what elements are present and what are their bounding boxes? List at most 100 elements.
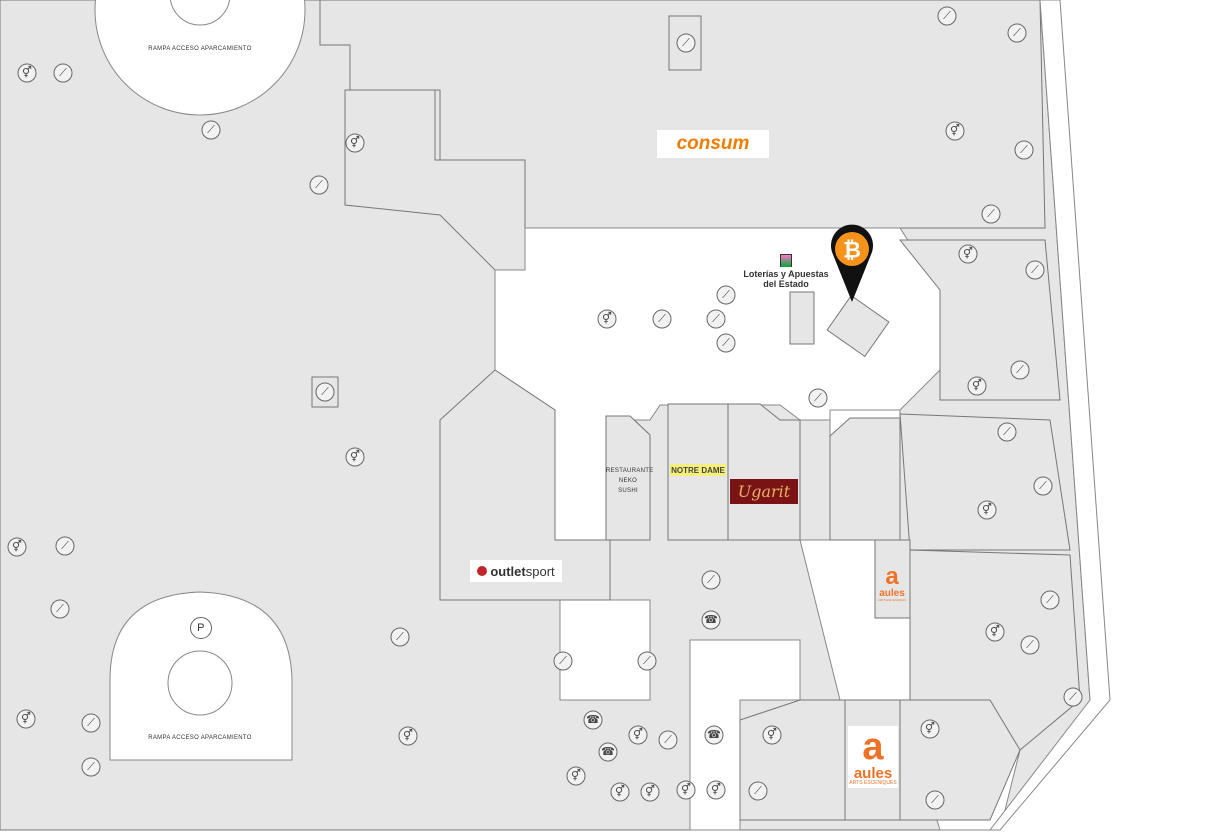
sport-text: sport <box>525 563 555 579</box>
bitcoin-map-marker[interactable]: ₿ <box>831 224 874 302</box>
escalator-icon: ⟋ <box>1033 476 1053 496</box>
restroom-icon: ⚥ <box>985 622 1005 642</box>
escalator-icon: ⟋ <box>637 651 657 671</box>
svg-text:⟋: ⟋ <box>754 785 762 797</box>
restroom-icon: ⚥ <box>610 782 630 802</box>
bitcoin-atm-kiosk[interactable] <box>826 294 890 358</box>
escalator-icon: ⟋ <box>1040 590 1060 610</box>
phone-icon: ☎ <box>704 725 724 745</box>
restroom-icon: ⚥ <box>345 133 365 153</box>
restroom-icon: ⚥ <box>676 780 696 800</box>
svg-text:⟋: ⟋ <box>658 313 666 325</box>
restaurant-neko-sushi[interactable] <box>605 415 651 541</box>
restaurant-label-line: SUSHI <box>618 488 638 494</box>
svg-text:☎: ☎ <box>586 714 600 726</box>
svg-text:⚥: ⚥ <box>571 768 581 782</box>
parking-ramp-top[interactable] <box>94 0 306 116</box>
svg-text:⟋: ⟋ <box>315 179 323 191</box>
svg-text:⟋: ⟋ <box>1039 480 1047 492</box>
escalator-icon: ⟋ <box>652 309 672 329</box>
restroom-icon: ⚥ <box>398 726 418 746</box>
escalator-icon: ⟋ <box>201 120 221 140</box>
svg-text:⟋: ⟋ <box>559 655 567 667</box>
aules-a-icon: a <box>862 726 884 768</box>
svg-text:⟋: ⟋ <box>1069 691 1077 703</box>
notre-dame-logo[interactable]: NOTRE DAME <box>670 464 726 476</box>
svg-text:⟋: ⟋ <box>61 540 69 552</box>
bitcoin-symbol: ₿ <box>843 238 861 263</box>
escalator-icon: ⟋ <box>309 175 329 195</box>
restaurant-label-line: RESTAURANTE <box>606 468 654 474</box>
escalator-icon: ⟋ <box>997 422 1017 442</box>
svg-text:⟋: ⟋ <box>931 794 939 806</box>
phone-icon: ☎ <box>598 742 618 762</box>
aules-sub: ARTS ESCENIQUES <box>877 597 907 602</box>
consum-logo[interactable]: consum <box>657 130 769 158</box>
ramp-core <box>169 0 231 26</box>
outlet-text: outlet <box>490 563 526 579</box>
outlet-sport-store[interactable] <box>439 369 611 601</box>
svg-text:⚥: ⚥ <box>602 311 612 325</box>
escalator-icon: ⟋ <box>925 790 945 810</box>
aules-large-logo[interactable]: a aules ARTS ESCENIQUES <box>848 726 898 788</box>
store-unit[interactable] <box>739 699 846 821</box>
notre-dame-text: NOTRE DAME <box>671 465 725 475</box>
svg-text:⚥: ⚥ <box>767 727 777 741</box>
restaurant-label: RESTAURANTE NEKO SUSHI <box>606 466 654 496</box>
escalator-icon: ⟋ <box>748 781 768 801</box>
svg-text:⟋: ⟋ <box>712 313 720 325</box>
aules-a-icon: a <box>885 562 899 590</box>
svg-text:⟋: ⟋ <box>1031 264 1039 276</box>
store-unit[interactable] <box>898 239 1061 401</box>
restaurant-label-line: NEKO <box>618 478 638 484</box>
svg-text:⚥: ⚥ <box>633 727 643 741</box>
svg-text:⚥: ⚥ <box>681 782 691 796</box>
parking-icon: P <box>190 617 212 639</box>
svg-text:⚥: ⚥ <box>645 784 655 798</box>
escalator-icon: ⟋ <box>1014 140 1034 160</box>
ugarit-store[interactable] <box>727 403 801 541</box>
svg-text:⟋: ⟋ <box>722 289 730 301</box>
right-edge-walk <box>988 0 1111 831</box>
svg-text:⟋: ⟋ <box>1013 27 1021 39</box>
loterias-icon <box>780 253 792 267</box>
restroom-icon: ⚥ <box>977 500 997 520</box>
phone-icon: ☎ <box>583 710 603 730</box>
svg-text:⚥: ⚥ <box>350 135 360 149</box>
escalator-icon: ⟋ <box>1020 635 1040 655</box>
store-unit[interactable] <box>829 417 901 541</box>
ugarit-text: Ugarit <box>737 482 791 501</box>
restroom-icon: ⚥ <box>345 447 365 467</box>
restroom-icon: ⚥ <box>16 709 36 729</box>
aules-small-logo[interactable]: a aules ARTS ESCENIQUES <box>876 563 908 603</box>
loterias-logo[interactable]: Loterías y Apuestas del Estado <box>740 250 832 292</box>
svg-text:⟋: ⟋ <box>1020 144 1028 156</box>
ugarit-logo[interactable]: Ugarit <box>730 479 798 504</box>
svg-text:⟋: ⟋ <box>1026 639 1034 651</box>
store-unit[interactable] <box>899 413 1071 551</box>
escalator-icon: ⟋ <box>553 651 573 671</box>
escalator-icon: ⟋ <box>81 757 101 777</box>
svg-text:⚥: ⚥ <box>615 784 625 798</box>
escalator-icon: ⟋ <box>1063 687 1083 707</box>
svg-text:⚥: ⚥ <box>982 502 992 516</box>
restroom-icon: ⚥ <box>597 309 617 329</box>
escalator-icon: ⟋ <box>676 33 696 53</box>
outlet-sport-icon <box>477 566 488 576</box>
kiosk[interactable] <box>789 291 815 345</box>
svg-text:⚥: ⚥ <box>12 539 22 553</box>
restroom-icon: ⚥ <box>762 725 782 745</box>
restroom-icon: ⚥ <box>640 782 660 802</box>
svg-text:⟋: ⟋ <box>1003 426 1011 438</box>
svg-text:⟋: ⟋ <box>682 37 690 49</box>
svg-text:⚥: ⚥ <box>22 65 32 79</box>
ramp-top-label: RAMPA ACCESO APARCAMIENTO <box>148 46 252 52</box>
ramp-core <box>167 650 233 716</box>
escalator-icon: ⟋ <box>390 627 410 647</box>
ramp-bottom-label: RAMPA ACCESO APARCAMIENTO <box>148 735 252 741</box>
restroom-icon: ⚥ <box>17 63 37 83</box>
svg-text:⟋: ⟋ <box>987 208 995 220</box>
svg-text:☎: ☎ <box>601 746 615 758</box>
